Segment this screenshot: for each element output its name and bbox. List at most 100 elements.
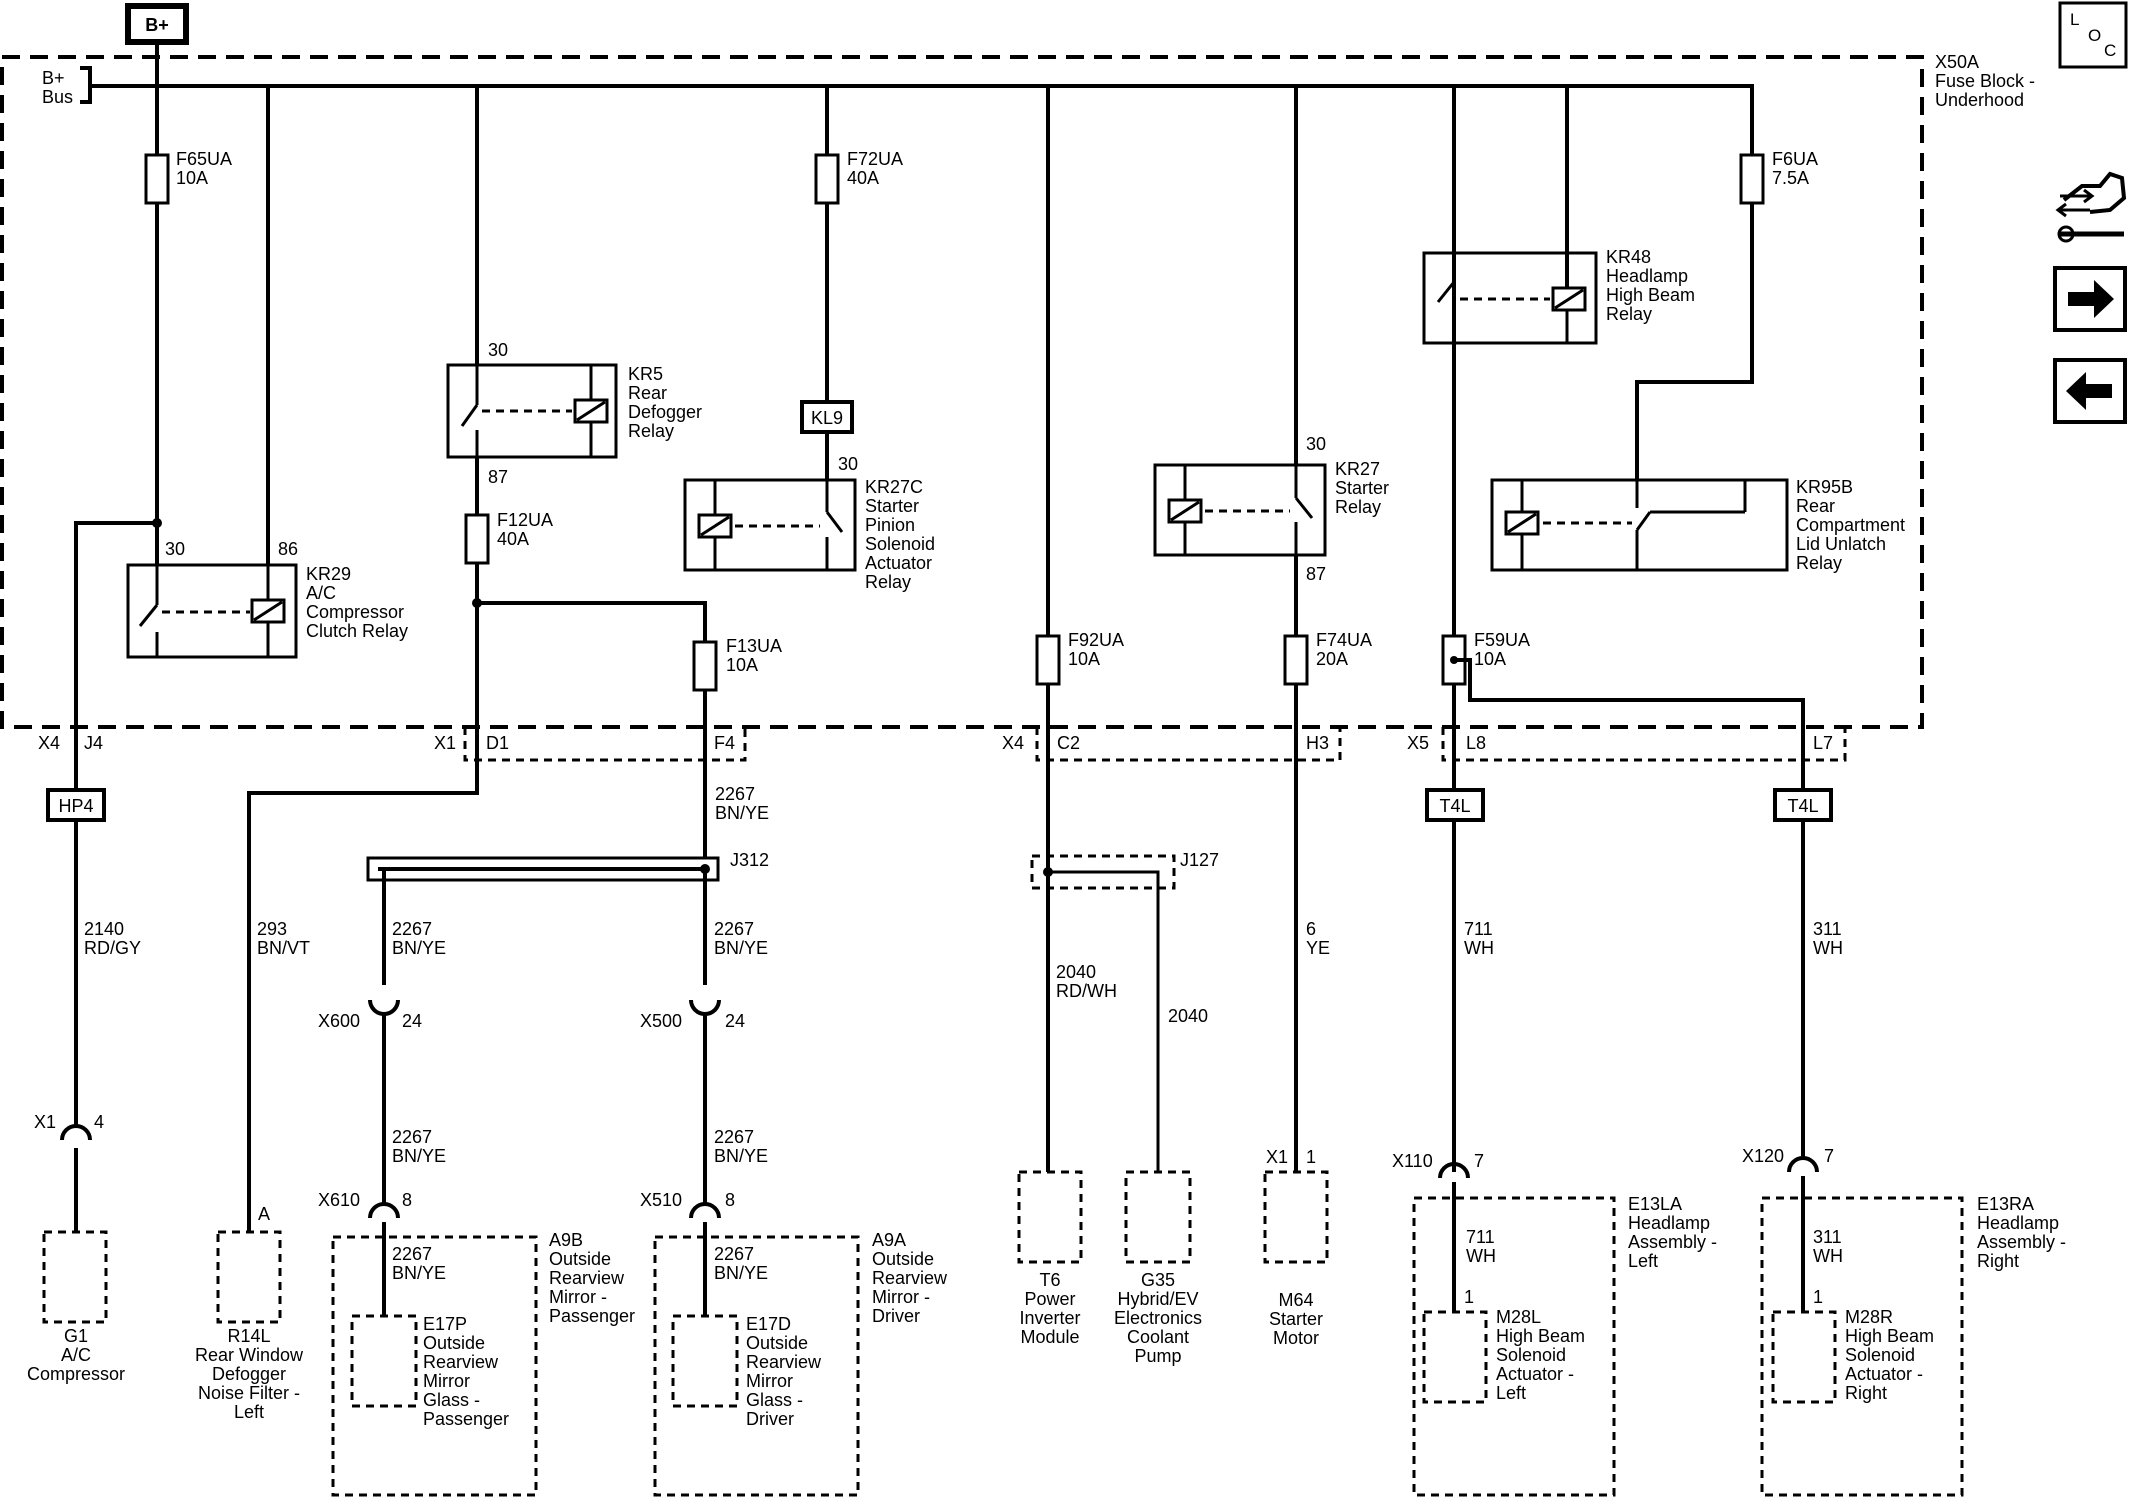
label-line: Relay — [1606, 304, 1652, 324]
label-line: Module — [1020, 1327, 1079, 1347]
conn-t4l-a: T4L — [1439, 796, 1470, 816]
label-line: Outside — [746, 1333, 808, 1353]
conn-h3: H3 — [1306, 733, 1329, 753]
label-line: RD/GY — [84, 938, 141, 958]
label-line: Outside — [423, 1333, 485, 1353]
label-line: F92UA — [1068, 630, 1124, 650]
conn-x610: X610 — [318, 1190, 360, 1210]
fuse-f6ua — [1739, 153, 1765, 205]
previous-page-button[interactable] — [2053, 358, 2127, 424]
conn-d1: D1 — [486, 733, 509, 753]
label-line: Solenoid — [1496, 1345, 1566, 1365]
fuse-f13ua — [692, 640, 718, 692]
conn-x510-pin: 8 — [725, 1190, 735, 1210]
component-m28l — [1422, 1310, 1488, 1404]
label-line: WH — [1464, 938, 1494, 958]
connector-symbol — [368, 999, 400, 1016]
label-line: BN/YE — [392, 938, 446, 958]
label-line: X50A — [1935, 52, 1979, 72]
label-line: 10A — [1068, 649, 1100, 669]
conn-x4-mid: X4 — [1002, 733, 1024, 753]
label-line: KR48 — [1606, 247, 1651, 267]
conn-t4l-a-box — [1425, 788, 1485, 822]
connector-symbol — [689, 999, 721, 1016]
label-line: Hybrid/EV — [1117, 1289, 1198, 1309]
label-line: Starter — [1269, 1309, 1323, 1329]
label-line: Driver — [872, 1306, 920, 1326]
label-line: Lid Unlatch — [1796, 534, 1886, 554]
label-line: Rear — [1796, 496, 1835, 516]
loc-button[interactable]: L O C — [2058, 1, 2128, 69]
label-line: Bus — [42, 87, 73, 107]
conn-hp4: HP4 — [58, 796, 93, 816]
label-line: KR27 — [1335, 459, 1380, 479]
label-line: F65UA — [176, 149, 232, 169]
label-line: Right — [1977, 1251, 2019, 1271]
label-line: Actuator - — [1845, 1364, 1923, 1384]
label-line: Headlamp — [1606, 266, 1688, 286]
label-line: Motor — [1273, 1328, 1319, 1348]
label-line: Assembly - — [1977, 1232, 2066, 1252]
label-line: KR5 — [628, 364, 663, 384]
label-line: 2267 — [714, 1244, 754, 1264]
label-line: BN/YE — [392, 1146, 446, 1166]
label-line: A/C — [61, 1345, 91, 1365]
conn-m28l-pin: 1 — [1464, 1287, 1474, 1307]
conn-x110: X110 — [1392, 1151, 1433, 1171]
label-line: M64 — [1278, 1290, 1313, 1310]
label-line: Left — [1628, 1251, 1658, 1271]
relay-kr27c — [683, 478, 857, 572]
label-line: Headlamp — [1628, 1213, 1710, 1233]
label-line: Underhood — [1935, 90, 2024, 110]
label-line: E13RA — [1977, 1194, 2034, 1214]
label-line: Fuse Block - — [1935, 71, 2035, 91]
conn-x1-g1: X1 — [34, 1112, 56, 1132]
conn-x600-pin: 24 — [402, 1011, 422, 1031]
label-line: BN/VT — [257, 938, 310, 958]
label-line: Relay — [1796, 553, 1842, 573]
conn-r14l-pin: A — [258, 1204, 270, 1224]
label-line: Left — [1496, 1383, 1526, 1403]
connector-symbol — [1787, 1156, 1819, 1173]
component-t6 — [1017, 1170, 1083, 1264]
label-line: Defogger — [212, 1364, 286, 1384]
loc-letter-l: L — [2070, 10, 2079, 29]
relay-kr29-pin30: 30 — [165, 539, 185, 559]
label-line: Solenoid — [865, 534, 935, 554]
label-line: WH — [1813, 938, 1843, 958]
label-line: 10A — [1474, 649, 1506, 669]
label-line: Left — [234, 1402, 264, 1422]
bplus-bus-bar — [90, 84, 1754, 165]
label-line: BN/YE — [392, 1263, 446, 1283]
relay-kr95b — [1490, 478, 1789, 572]
label-line: 40A — [497, 529, 529, 549]
next-page-button[interactable] — [2053, 266, 2127, 332]
label-line: F13UA — [726, 636, 782, 656]
conn-x500: X500 — [640, 1011, 682, 1031]
label-line: E17D — [746, 1314, 791, 1334]
label-line: 293 — [257, 919, 287, 939]
fuse-f72ua — [814, 153, 840, 205]
component-a9b — [331, 1235, 538, 1497]
kl9-label: KL9 — [811, 408, 843, 428]
conn-x610-pin: 8 — [402, 1190, 412, 1210]
relay-kr5 — [446, 363, 618, 459]
wire — [1048, 870, 1160, 1172]
label-line: A9B — [549, 1230, 583, 1250]
label-line: M28L — [1496, 1307, 1541, 1327]
label-line: Clutch Relay — [306, 621, 408, 641]
component-locator-icon[interactable] — [2055, 171, 2127, 243]
label-line: Rear Window — [195, 1345, 304, 1365]
label-line: Relay — [1335, 497, 1381, 517]
wire-2040b: 2040 — [1168, 1006, 1208, 1026]
